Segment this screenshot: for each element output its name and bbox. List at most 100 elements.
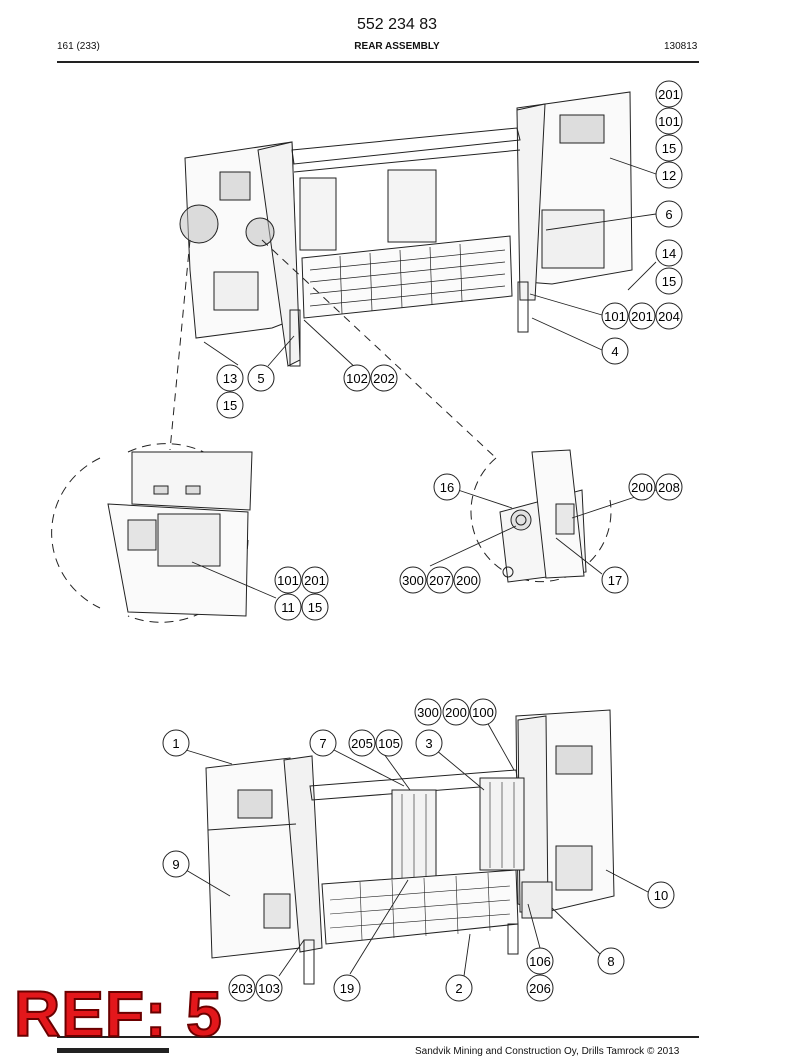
- svg-text:15: 15: [662, 141, 676, 156]
- svg-text:11: 11: [281, 600, 295, 615]
- svg-text:9: 9: [172, 857, 179, 872]
- svg-text:207: 207: [429, 573, 451, 588]
- document-number: 552 234 83: [356, 16, 438, 33]
- svg-text:105: 105: [378, 736, 400, 751]
- svg-text:102: 102: [346, 371, 368, 386]
- callout-102: 102: [343, 364, 371, 392]
- callout-201: 201: [628, 302, 656, 330]
- svg-text:103: 103: [258, 981, 280, 996]
- callout-3: 3: [415, 729, 443, 757]
- svg-text:204: 204: [658, 309, 680, 324]
- svg-text:12: 12: [662, 168, 676, 183]
- callout-203: 203: [228, 974, 256, 1002]
- svg-text:10: 10: [654, 888, 668, 903]
- callout-206: 206: [526, 974, 554, 1002]
- date-code: 130813: [664, 41, 698, 52]
- callout-101: 101: [655, 107, 683, 135]
- svg-text:14: 14: [662, 246, 676, 261]
- upper-assembly-view: [169, 91, 633, 459]
- svg-text:101: 101: [658, 114, 680, 129]
- callout-8: 8: [597, 947, 625, 975]
- page-title: REAR ASSEMBLY: [354, 41, 440, 52]
- svg-text:15: 15: [308, 600, 322, 615]
- svg-text:101: 101: [604, 309, 626, 324]
- callout-15: 15: [655, 134, 683, 162]
- svg-text:1: 1: [172, 736, 179, 751]
- callout-200: 200: [442, 698, 470, 726]
- ref-stamp: REF: 5: [13, 978, 223, 1050]
- callout-6: 6: [655, 200, 683, 228]
- svg-text:2: 2: [455, 981, 462, 996]
- callout-7: 7: [309, 729, 337, 757]
- svg-text:205: 205: [351, 736, 373, 751]
- svg-text:202: 202: [373, 371, 395, 386]
- callout-300: 300: [399, 566, 427, 594]
- callout-10: 10: [647, 881, 675, 909]
- right-detail-view: [470, 449, 612, 583]
- callout-12: 12: [655, 161, 683, 189]
- svg-text:5: 5: [257, 371, 264, 386]
- callout-1: 1: [162, 729, 190, 757]
- svg-text:6: 6: [665, 207, 672, 222]
- svg-text:200: 200: [456, 573, 478, 588]
- lower-assembly-view: [205, 709, 615, 985]
- callout-103: 103: [255, 974, 283, 1002]
- callout-100: 100: [469, 698, 497, 726]
- svg-text:201: 201: [658, 87, 680, 102]
- callout-9: 9: [162, 850, 190, 878]
- callout-15: 15: [301, 593, 329, 621]
- callouts: 201 101 15 12 6 14 15 101 201 204 4 13 5…: [162, 80, 683, 1002]
- svg-text:106: 106: [529, 954, 551, 969]
- callout-101: 101: [274, 566, 302, 594]
- callout-13: 13: [216, 364, 244, 392]
- svg-text:203: 203: [231, 981, 253, 996]
- svg-text:200: 200: [631, 480, 653, 495]
- svg-text:16: 16: [440, 480, 454, 495]
- callout-16: 16: [433, 473, 461, 501]
- callout-205: 205: [348, 729, 376, 757]
- svg-text:15: 15: [223, 398, 237, 413]
- footer-rule: [57, 1036, 699, 1038]
- callout-202: 202: [370, 364, 398, 392]
- copyright-footer: Sandvik Mining and Construction Oy, Dril…: [415, 1046, 680, 1057]
- header-rule: [57, 61, 699, 63]
- svg-text:19: 19: [340, 981, 354, 996]
- callout-17: 17: [601, 566, 629, 594]
- callout-15: 15: [216, 391, 244, 419]
- svg-text:300: 300: [402, 573, 424, 588]
- svg-text:208: 208: [658, 480, 680, 495]
- svg-text:15: 15: [662, 274, 676, 289]
- callout-14: 14: [655, 239, 683, 267]
- callout-200: 200: [628, 473, 656, 501]
- svg-text:3: 3: [425, 736, 432, 751]
- svg-text:300: 300: [417, 705, 439, 720]
- svg-text:206: 206: [529, 981, 551, 996]
- leader-lines: [185, 157, 657, 977]
- callout-2: 2: [445, 974, 473, 1002]
- callout-15: 15: [655, 267, 683, 295]
- callout-207: 207: [426, 566, 454, 594]
- brand-logo-strip: [57, 1048, 169, 1053]
- callout-4: 4: [601, 337, 629, 365]
- svg-text:7: 7: [319, 736, 326, 751]
- callout-201: 201: [301, 566, 329, 594]
- callout-11: 11: [274, 593, 302, 621]
- left-detail-view: [51, 443, 253, 623]
- svg-text:8: 8: [607, 954, 614, 969]
- page-number: 161 (233): [57, 41, 100, 52]
- svg-text:201: 201: [304, 573, 326, 588]
- callout-300: 300: [414, 698, 442, 726]
- svg-text:17: 17: [608, 573, 622, 588]
- callout-105: 105: [375, 729, 403, 757]
- callout-5: 5: [247, 364, 275, 392]
- callout-208: 208: [655, 473, 683, 501]
- svg-text:201: 201: [631, 309, 653, 324]
- svg-text:101: 101: [277, 573, 299, 588]
- callout-201: 201: [655, 80, 683, 108]
- svg-text:4: 4: [611, 344, 618, 359]
- svg-text:13: 13: [223, 371, 237, 386]
- svg-text:200: 200: [445, 705, 467, 720]
- callout-101: 101: [601, 302, 629, 330]
- svg-text:100: 100: [472, 705, 494, 720]
